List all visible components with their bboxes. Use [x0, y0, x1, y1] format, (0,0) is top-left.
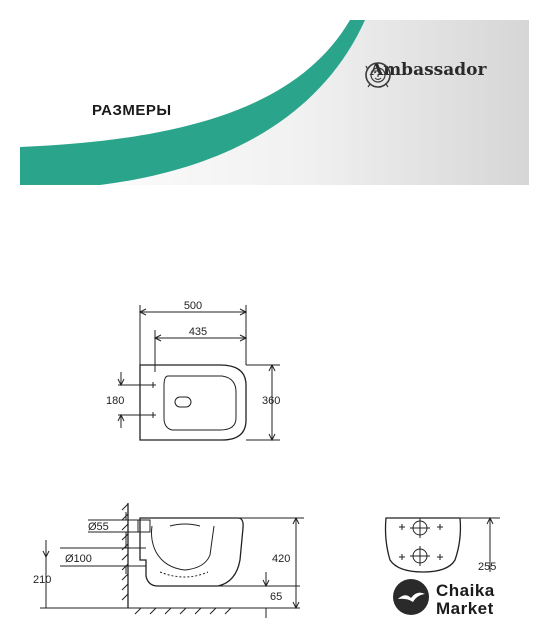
dim-outlet-height: 210	[33, 574, 51, 586]
dim-rear-partial: 255	[478, 561, 496, 573]
dim-width-total: 500	[184, 300, 202, 312]
watermark-line2: Market	[436, 598, 494, 618]
side-view	[40, 503, 304, 618]
dim-mount-spacing: 180	[106, 395, 124, 407]
bowl-side-outline	[139, 517, 244, 587]
brand-name: Ambassador	[370, 60, 487, 80]
dim-bowl-height: 420	[272, 553, 290, 565]
dim-outlet-diameter: Ø100	[65, 553, 92, 565]
dim-floor-offset: 65	[270, 591, 282, 603]
brand-logo: Ambassador	[364, 60, 487, 88]
header-background	[20, 20, 529, 185]
header-banner: РАЗМЕРЫ Ambassador	[20, 20, 529, 185]
chaika-market-watermark: Chaika Market	[392, 578, 495, 621]
seagull-icon	[392, 578, 430, 621]
watermark-line1: Chaika	[436, 580, 495, 600]
rear-view	[384, 516, 500, 573]
teal-swoosh	[20, 20, 365, 185]
top-view	[117, 305, 280, 442]
dim-inlet-diameter: Ø55	[88, 521, 109, 533]
page-title: РАЗМЕРЫ	[92, 102, 172, 119]
dim-depth: 360	[262, 395, 280, 407]
bowl-rear-outline	[384, 517, 462, 573]
bowl-top-outline	[139, 364, 247, 441]
dim-width-inner: 435	[189, 326, 207, 338]
